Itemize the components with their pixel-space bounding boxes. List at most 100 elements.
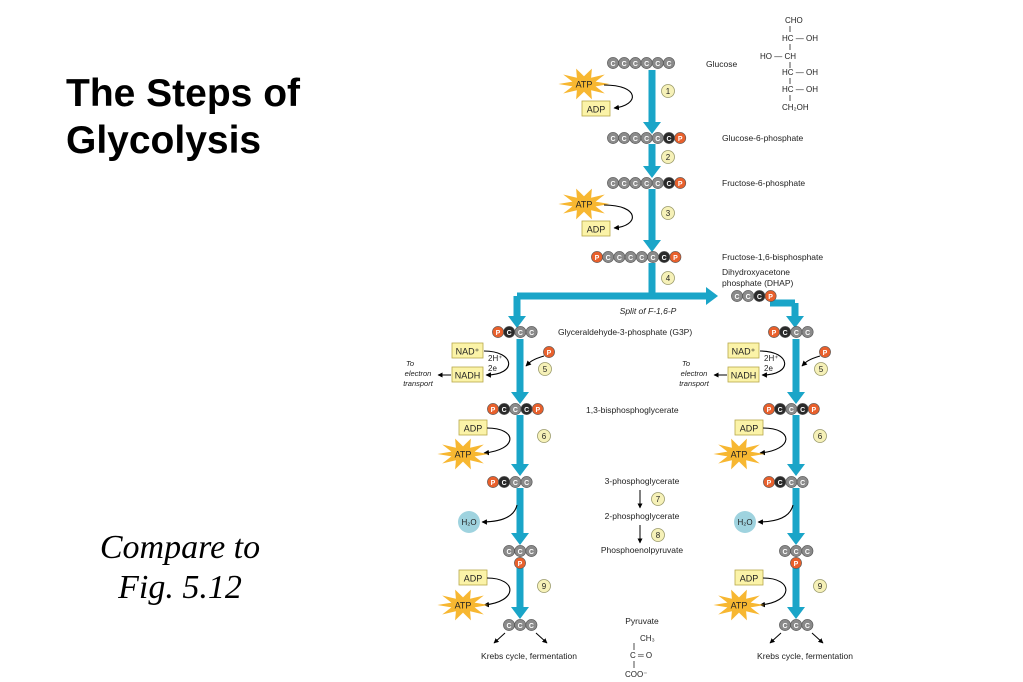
atp-burst [437,589,489,621]
e-label: 2e [488,364,497,373]
3pg-label: 3-phosphoglycerate [605,476,680,486]
h-label: 2H⁺ [488,354,502,363]
water-label: H₂O [461,518,476,527]
phosphate-arrow-right [801,355,821,367]
phosphate-arrow-left [525,355,545,367]
pep-phosphate-right: P [790,557,802,569]
step-number: 3 [666,209,671,218]
arrowhead [643,240,661,252]
step-7-circle [651,492,665,506]
title-line-1: The Steps of [66,72,301,115]
phosphate-bead [674,132,687,144]
bead-letter: C [655,61,660,68]
step-5-circle-left [538,362,552,376]
bead-letter: P [673,255,678,262]
bead-letter: P [518,561,523,568]
bead-letter: C [734,294,739,301]
electron-label: electron [681,369,708,378]
nad-box-left: NAD⁺ [451,342,484,359]
adp-step-3: ADP [581,220,611,237]
krebs-arrow [535,632,548,644]
atp-label: ATP [731,450,748,460]
cofactor-label: NAD⁺ [732,347,756,357]
curve-water-right [757,504,794,525]
glucose-hc-oh: HC — OH [782,85,818,94]
bead-letter: C [506,549,511,556]
curve-step-5-right [759,350,786,378]
cofactor-label: NADH [731,371,757,381]
electron-label: transport [679,379,710,388]
phosphate-bead [669,251,682,263]
phosphate-bead [764,290,777,302]
bead-letter: C [513,407,518,414]
bead-letter: C [502,407,507,414]
bead-letter: P [491,407,496,414]
bead-letter: C [650,255,655,262]
bead-letter: C [639,255,644,262]
electron-label: To [682,359,690,368]
bead-letter: C [782,623,787,630]
bead-letter: C [800,480,805,487]
pep-phosphate-left: P [514,557,526,569]
phosphate-in-left: P [543,346,555,358]
bead-letter: C [529,623,534,630]
bead-letter: C [524,480,529,487]
bead-letter: C [529,330,534,337]
cofactor-label: ADP [464,424,483,434]
atp-burst [558,68,610,100]
adp-step-9-left: ADP [458,569,488,586]
glucose-cho: CHO [785,16,803,25]
curve-step-9-left [483,577,511,608]
arrowhead [787,464,805,476]
step-6-circle-left [537,429,551,443]
bead-letter: C [644,61,649,68]
bead-letter: C [610,61,615,68]
step-number: 5 [819,365,824,374]
electron-label: To [406,359,414,368]
step-1-circle [661,84,675,98]
bead-letter: P [794,561,799,568]
electron-label: electron [405,369,432,378]
krebs-arrow [493,632,506,644]
compare-line-1: Compare to [99,529,261,566]
cofactor-label: ADP [464,574,483,584]
bead-letter: C [655,136,660,143]
bead-letter: C [794,549,799,556]
bead-letter: C [610,181,615,188]
step-number: 9 [818,582,823,591]
bead-letter: P [595,255,600,262]
cofactor-label: NADH [455,371,481,381]
curve-step-9-right [759,577,787,608]
atp-step-6-left: ATP [437,438,489,470]
pyruvate-label: Pyruvate [625,616,659,626]
bead-letter: C [644,181,649,188]
carbon-bead [525,326,538,338]
bead-letter: C [778,480,783,487]
krebs-label-left: Krebs cycle, fermentation [481,651,577,661]
atp-burst [713,438,765,470]
adp-step-6-right: ADP [734,419,764,436]
f6p-label: Fructose-6-phosphate [722,178,805,188]
g3p-label: Glyceraldehyde-3-phosphate (G3P) [558,327,692,337]
slide-title: The Steps of Glycolysis [66,70,386,164]
carbon-bead [520,476,533,488]
water-circle [458,511,480,533]
arrowhead [787,533,805,545]
cofactor-box [727,342,760,359]
step-number: 1 [666,87,671,96]
bead-letter: P [496,330,501,337]
bead-letter: C [622,181,627,188]
curve-water-left [481,504,518,525]
cofactor-label: ADP [587,225,606,235]
bead-letter: C [518,623,523,630]
phosphate-bead [790,557,802,569]
pyruvate-coo: COO⁻ [625,670,647,679]
atp-step-3: ATP [558,188,610,220]
